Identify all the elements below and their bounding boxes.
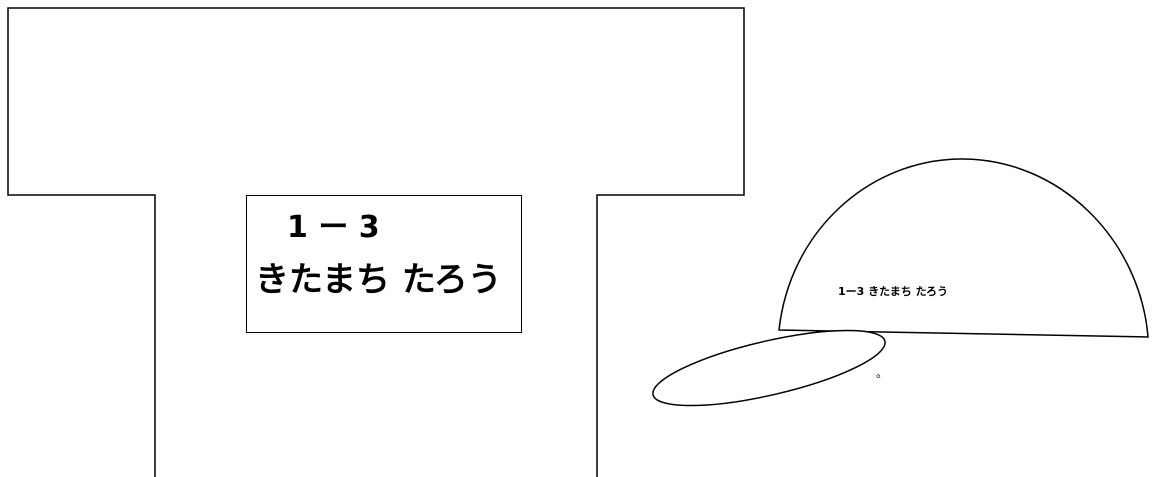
shirt-outline (7, 7, 745, 477)
tag-student-name: きたまち たろう (255, 260, 502, 300)
tag-class-number: 1 ー 3 (287, 210, 380, 245)
hat-dome (778, 158, 1149, 338)
hat-name-label: 1ー3 きたまち たろう (838, 285, 948, 298)
small-mark: 。 (876, 366, 889, 380)
name-tag: 1 ー 3 きたまち たろう (246, 195, 522, 333)
hat-brim (652, 329, 886, 407)
